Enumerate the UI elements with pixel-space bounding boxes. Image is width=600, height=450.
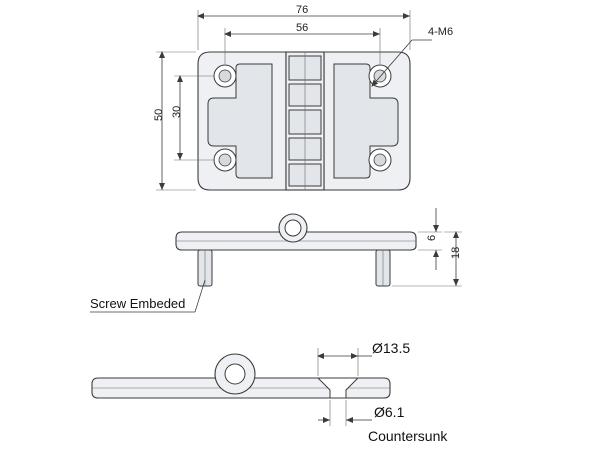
side-view-screw: 6 18 Screw Embeded bbox=[90, 208, 462, 313]
countersunk-note: Countersunk bbox=[368, 428, 448, 444]
dimension-counterbore-diameter: Ø13.5 bbox=[317, 340, 410, 376]
countersunk-hole bbox=[316, 377, 360, 399]
knuckle-barrel bbox=[285, 51, 325, 191]
dimension-leaf-thickness: 6 bbox=[418, 208, 442, 270]
top-view: 76 56 4-M6 50 30 bbox=[153, 4, 453, 191]
dimension-label: 6 bbox=[426, 235, 438, 241]
dimension-hole-spacing-height: 30 bbox=[171, 75, 214, 161]
dimension-total-height: 18 bbox=[392, 231, 462, 287]
dimension-hole-spacing-width: 56 bbox=[224, 22, 381, 64]
dimension-label: 30 bbox=[171, 106, 183, 118]
side-view-countersunk: Ø13.5 Ø6.1 Countersunk bbox=[91, 340, 448, 444]
embedded-screw bbox=[197, 249, 213, 287]
dimension-label: Ø13.5 bbox=[372, 340, 410, 356]
dimension-hole-diameter: Ø6.1 bbox=[318, 400, 405, 426]
dimension-label: 50 bbox=[153, 109, 165, 121]
knuckle-section bbox=[214, 353, 256, 395]
dimension-label: 76 bbox=[296, 4, 308, 16]
hole-callout-label: 4-M6 bbox=[428, 26, 453, 38]
mounting-hole bbox=[368, 148, 392, 172]
screw-embedded-note: Screw Embeded bbox=[90, 296, 185, 311]
right-leaf-recess bbox=[333, 63, 399, 179]
dimension-label: 18 bbox=[450, 247, 462, 259]
dimension-label: Ø6.1 bbox=[374, 404, 405, 420]
mounting-hole bbox=[213, 64, 237, 88]
embedded-screw bbox=[375, 249, 391, 287]
knuckle-section bbox=[278, 213, 308, 243]
dimension-overall-width: 76 bbox=[197, 4, 411, 50]
left-leaf-recess bbox=[207, 63, 273, 179]
dimension-label: 56 bbox=[296, 22, 308, 34]
mounting-hole bbox=[213, 148, 237, 172]
dimension-overall-height: 50 bbox=[153, 51, 196, 191]
screw-note-leader bbox=[90, 279, 206, 313]
hole-callout: 4-M6 bbox=[371, 26, 453, 87]
